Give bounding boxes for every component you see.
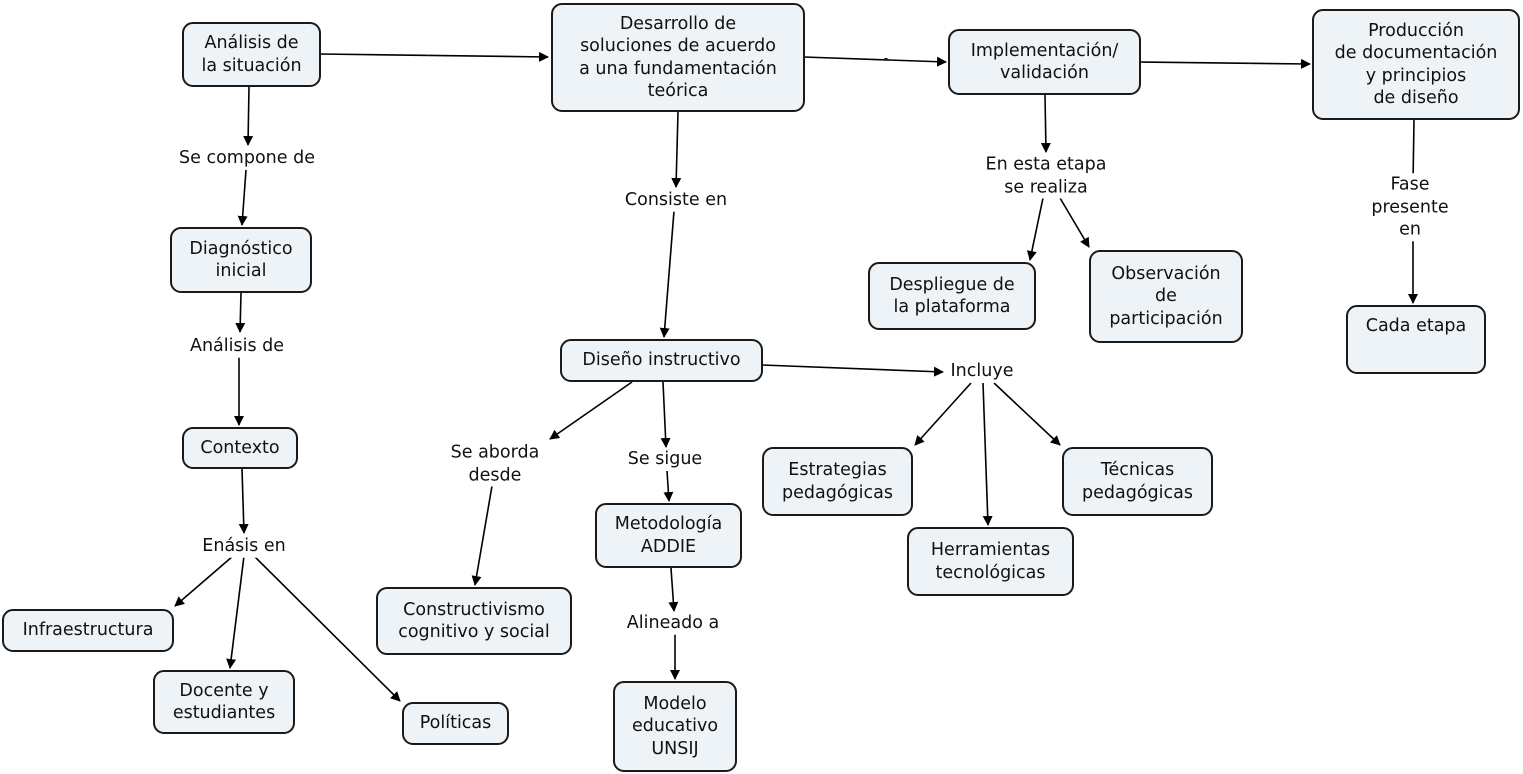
- link-incluye: Incluye: [950, 359, 1014, 383]
- node-politicas[interactable]: Políticas: [402, 702, 509, 745]
- link-analisis-de: Análisis de: [189, 334, 285, 358]
- link-consiste-en: Consiste en: [624, 188, 728, 212]
- link-fase-presente-en: Fase presente en: [1353, 173, 1467, 241]
- node-metodologia-addie[interactable]: Metodología ADDIE: [595, 503, 742, 568]
- link-se-compone-de: Se compone de: [179, 146, 315, 170]
- edge: [549, 381, 633, 440]
- link-dash: -: [425, 48, 431, 62]
- link-alineado-a: Alineado a: [626, 611, 720, 635]
- node-produccion[interactable]: Producción de documentación y principios…: [1312, 9, 1520, 120]
- node-tecnicas[interactable]: Técnicas pedagógicas: [1062, 447, 1213, 516]
- node-cada-etapa[interactable]: Cada etapa: [1346, 305, 1486, 374]
- edge: [660, 381, 671, 448]
- edge: [914, 382, 972, 446]
- edge: [1026, 197, 1044, 261]
- edge: [243, 86, 254, 146]
- link-se-aborda-desde: Se aborda desde: [450, 441, 540, 487]
- edge: [471, 485, 493, 586]
- edge: [237, 169, 248, 226]
- edge: [1059, 197, 1090, 248]
- link-dash: -: [883, 51, 889, 65]
- edge: [993, 382, 1061, 446]
- node-docente-estudiantes[interactable]: Docente y estudiantes: [153, 670, 295, 734]
- edge: [659, 210, 675, 338]
- link-dash: -: [1246, 56, 1252, 70]
- edge: [253, 555, 401, 702]
- node-analisis-situacion[interactable]: Análisis de la situación: [182, 22, 321, 87]
- node-implementacion[interactable]: Implementación/ validación: [948, 29, 1141, 95]
- edge: [174, 555, 234, 607]
- node-infraestructura[interactable]: Infraestructura: [2, 609, 174, 652]
- node-contexto[interactable]: Contexto: [182, 427, 298, 469]
- edge: [668, 567, 679, 612]
- edge: [803, 56, 947, 67]
- node-despliegue[interactable]: Despliegue de la plataforma: [868, 262, 1036, 330]
- node-observacion[interactable]: Observación de participación: [1089, 250, 1243, 343]
- node-estrategias[interactable]: Estrategias pedagógicas: [762, 447, 913, 516]
- edge: [982, 382, 993, 526]
- node-herramientas[interactable]: Herramientas tecnológicas: [907, 527, 1074, 596]
- link-enasis-en: Enásis en: [202, 534, 286, 558]
- edge: [226, 555, 245, 669]
- edge: [238, 468, 249, 534]
- node-diseno-instructivo[interactable]: Diseño instructivo: [560, 339, 763, 382]
- node-desarrollo[interactable]: Desarrollo de soluciones de acuerdo a un…: [551, 3, 805, 112]
- edge: [663, 470, 674, 502]
- edge: [319, 51, 549, 62]
- edge: [1040, 94, 1051, 153]
- edge: [761, 364, 944, 377]
- node-constructivismo[interactable]: Constructivismo cognitivo y social: [376, 587, 572, 655]
- edge: [1408, 119, 1419, 184]
- edge: [1139, 58, 1311, 69]
- edge: [235, 292, 246, 333]
- node-diagnostico[interactable]: Diagnóstico inicial: [170, 227, 312, 293]
- node-modelo-unsij[interactable]: Modelo educativo UNSIJ: [613, 681, 737, 772]
- link-se-sigue: Se sigue: [627, 447, 703, 471]
- link-en-esta-etapa: En esta etapa se realiza: [985, 153, 1107, 199]
- edge: [671, 111, 682, 188]
